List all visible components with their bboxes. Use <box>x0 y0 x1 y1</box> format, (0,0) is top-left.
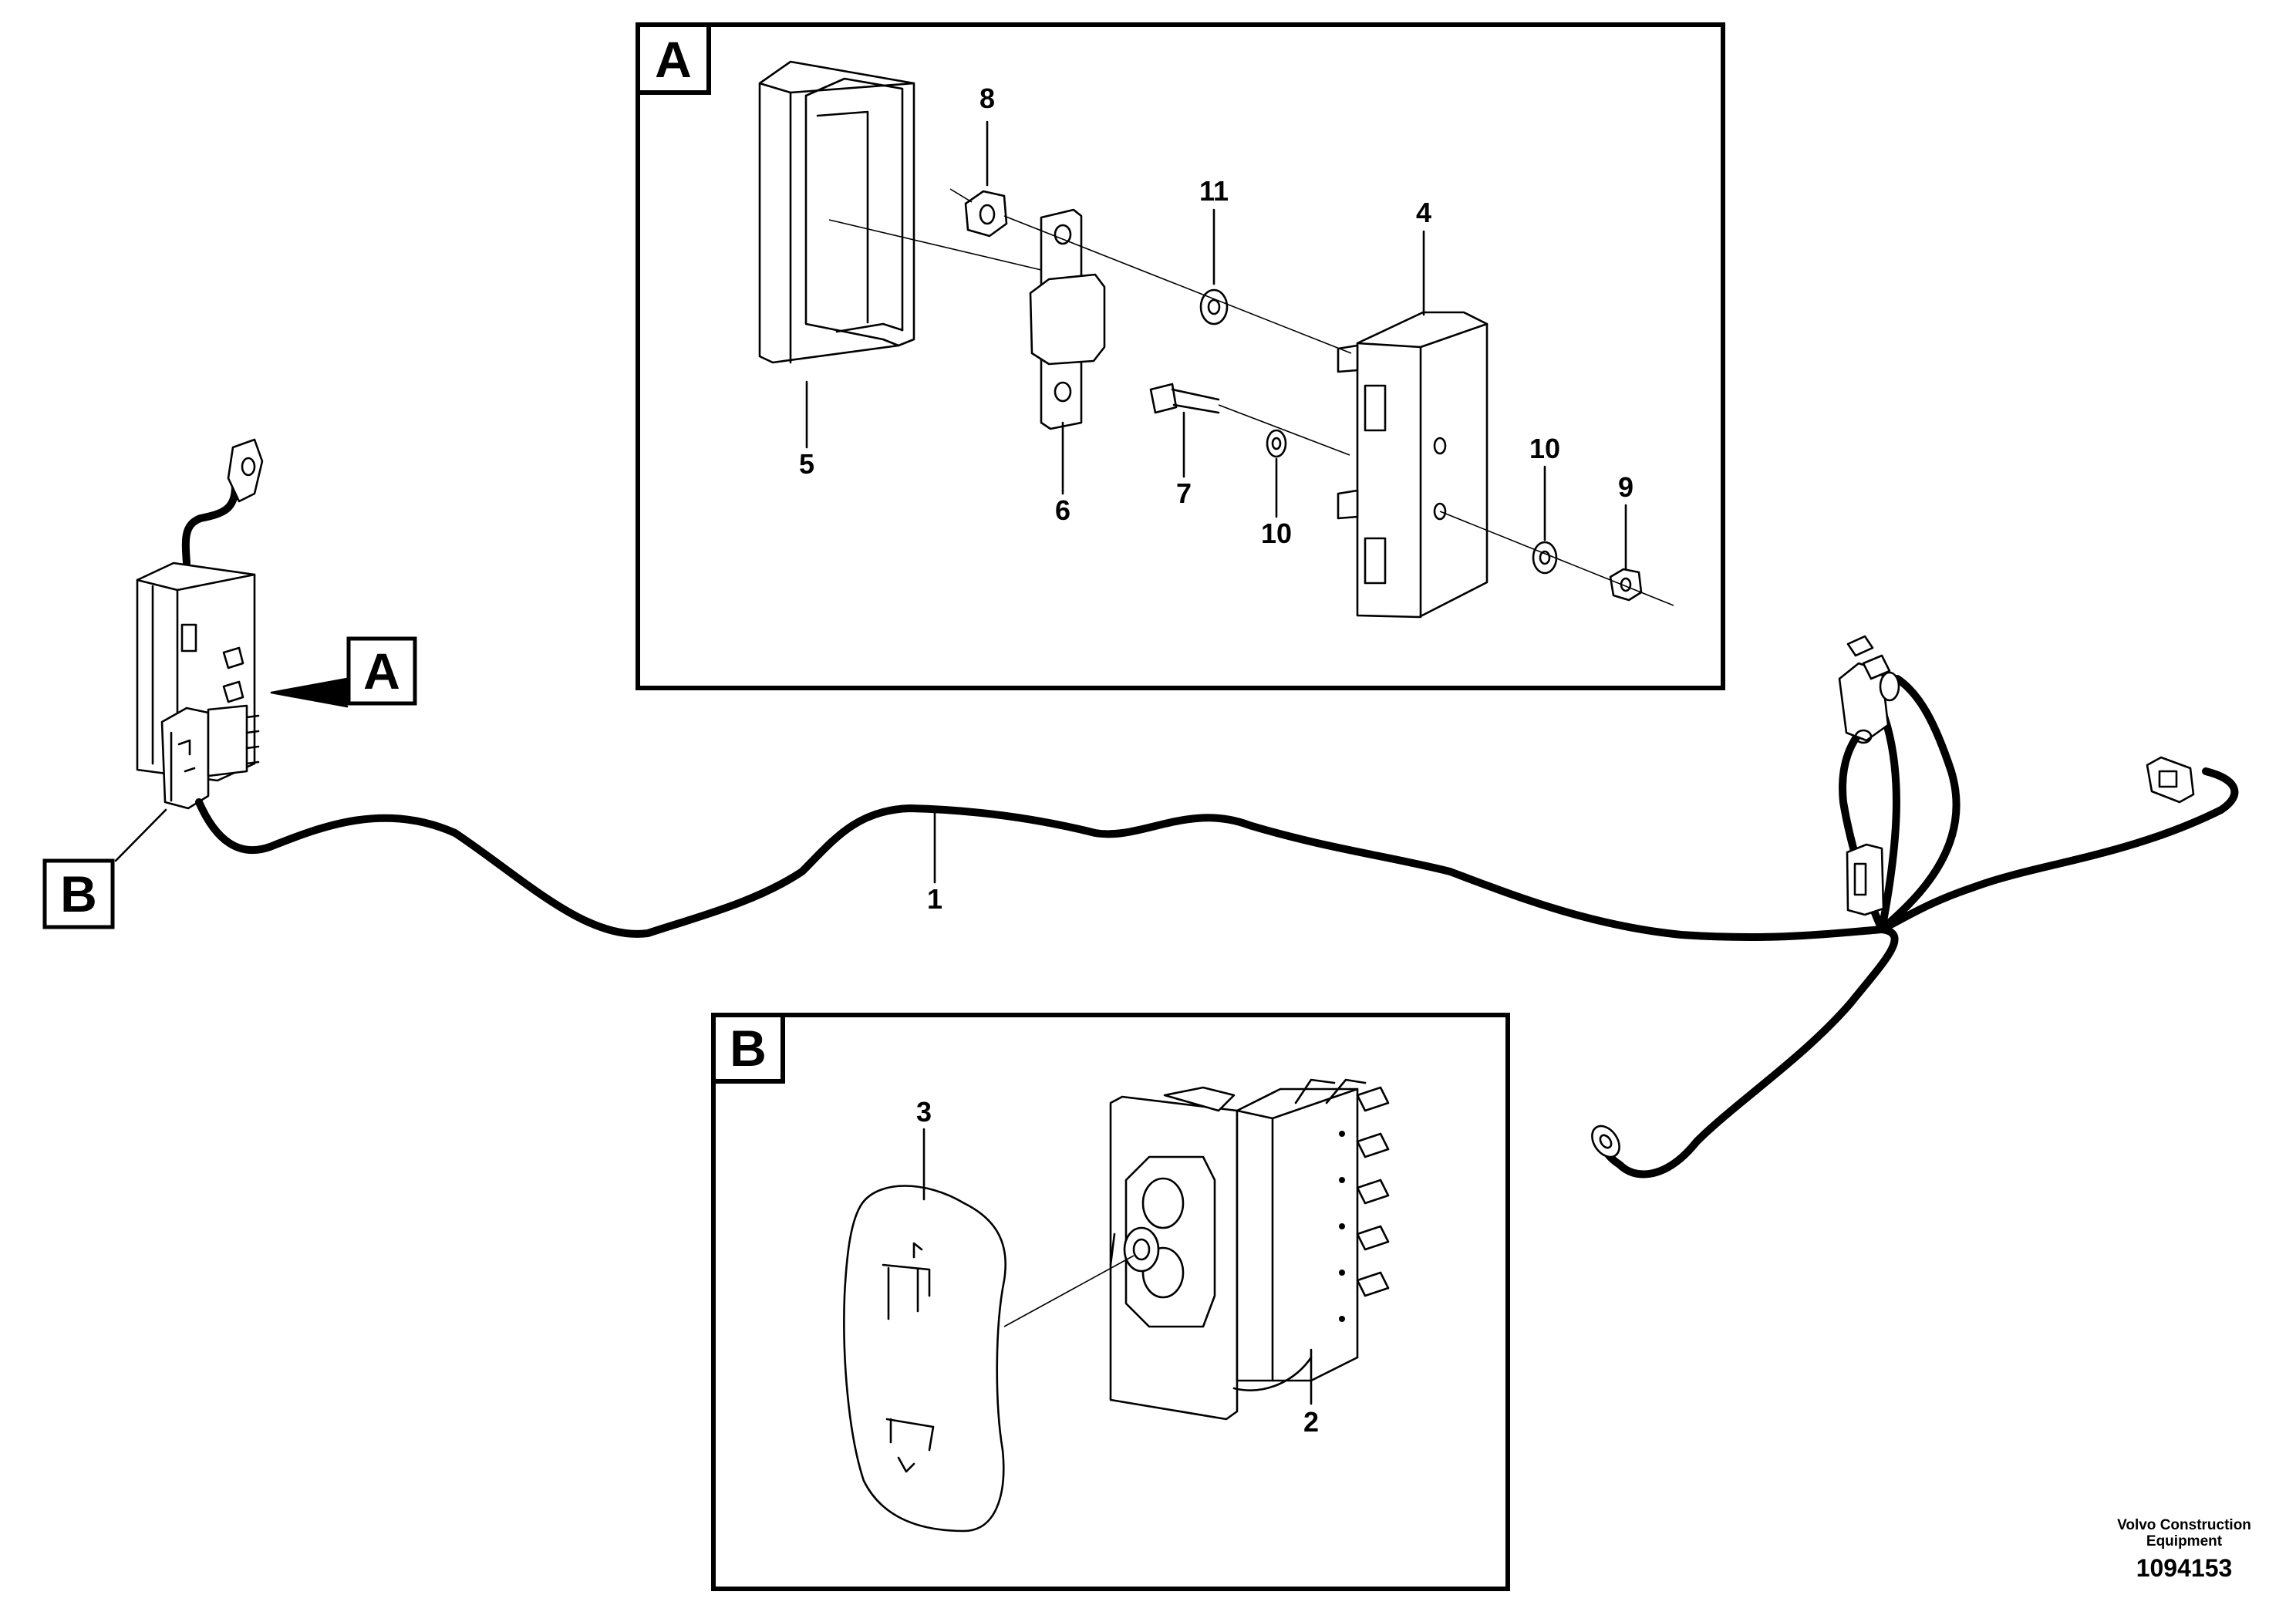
bracket-part-5 <box>758 60 915 364</box>
detail-a-frame: A <box>636 22 1725 690</box>
callout-10-upper: 10 <box>1261 518 1292 549</box>
callout-6: 6 <box>1055 494 1070 526</box>
document-number: 1094153 <box>2136 1554 2233 1582</box>
detail-a-ref-label: A <box>363 642 400 700</box>
detail-b-ref-label: B <box>60 865 97 922</box>
detail-a-label: A <box>655 31 692 88</box>
cable-harness-part-1 <box>195 635 2239 1179</box>
washer-part-10-upper <box>1266 429 1287 458</box>
washer-part-11 <box>1199 288 1229 325</box>
assembly-axis-lines <box>828 188 1674 606</box>
callout-9: 9 <box>1618 471 1633 503</box>
fuse-holder-part-4 <box>1337 311 1489 619</box>
nut-part-9 <box>1609 568 1643 602</box>
callout-1: 1 <box>927 883 942 915</box>
callout-3: 3 <box>916 1096 932 1128</box>
callout-8: 8 <box>979 83 995 114</box>
nut-part-8 <box>964 190 1008 238</box>
detail-a-reference: A <box>270 636 417 708</box>
fuse-part-6 <box>1029 208 1106 430</box>
screw-part-7 <box>1149 383 1220 414</box>
brand-line-2: Equipment <box>2146 1533 2223 1549</box>
detail-b-frame: B <box>711 1013 1510 1591</box>
washer-part-10-lower <box>1532 541 1558 575</box>
callout-10-lower: 10 <box>1529 433 1560 464</box>
detail-b-label: B <box>730 1020 767 1077</box>
callout-7: 7 <box>1176 477 1192 509</box>
rocker-cap-part-3 <box>843 1185 1007 1533</box>
callout-4: 4 <box>1416 197 1431 228</box>
detail-a-leaders <box>805 120 1627 571</box>
detail-b-axis-and-leaders <box>922 1128 1313 1405</box>
callout-5: 5 <box>799 448 814 480</box>
brand-line-1: Volvo Construction <box>2117 1517 2251 1533</box>
callout-2: 2 <box>1303 1406 1319 1438</box>
callout-11: 11 <box>1199 175 1229 207</box>
detail-b-reference: B <box>42 808 167 929</box>
switch-body-part-2 <box>1109 1078 1390 1421</box>
main-fuse-assembly <box>136 438 264 810</box>
